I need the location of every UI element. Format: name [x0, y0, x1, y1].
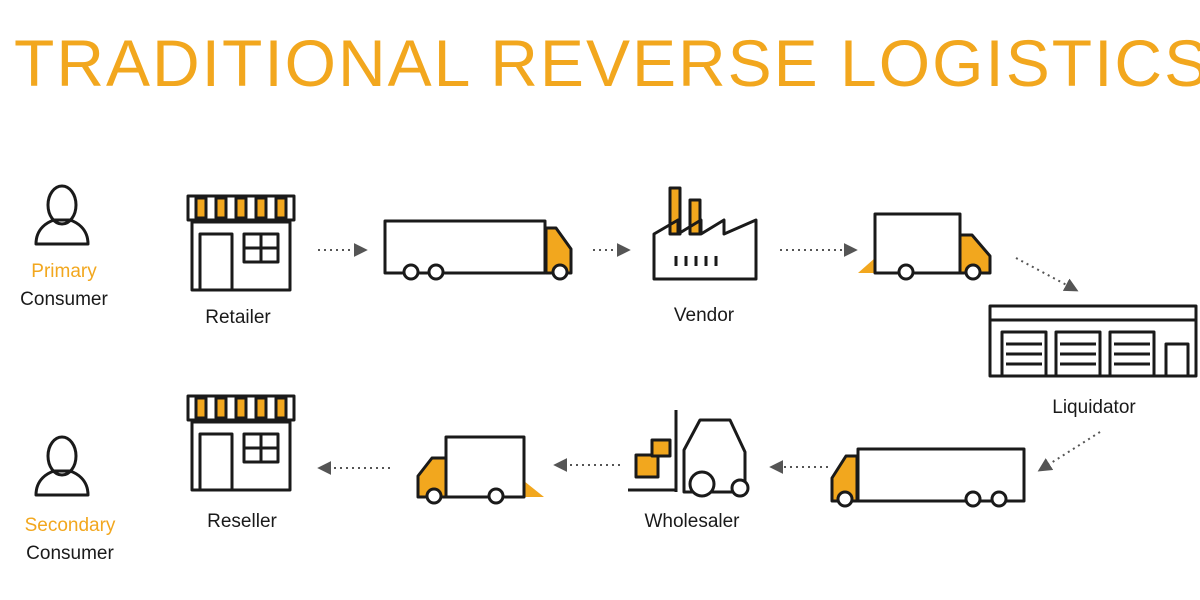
forklift-icon — [628, 410, 750, 498]
delivery-truck-icon — [383, 219, 573, 281]
retailer-label: Retailer — [205, 307, 271, 328]
primary-consumer-label-line2: Consumer — [20, 289, 108, 310]
storefront-icon — [186, 394, 296, 492]
warehouse-icon — [988, 304, 1198, 378]
flow-arrow — [1037, 431, 1101, 472]
vendor-label: Vendor — [673, 305, 735, 326]
factory-icon — [652, 186, 758, 281]
delivery-truck-icon — [858, 212, 992, 281]
delivery-truck-icon — [830, 447, 1026, 508]
person-icon — [34, 184, 90, 246]
person-icon — [34, 435, 90, 497]
delivery-truck-icon — [416, 435, 544, 505]
primary-consumer-label-line1: Primary — [31, 261, 97, 282]
reseller-label: Reseller — [207, 511, 277, 532]
secondary-consumer-label-line1: Secondary — [24, 515, 116, 536]
flow-arrow — [1015, 257, 1079, 292]
wholesaler-label: Wholesaler — [644, 511, 740, 532]
liquidator-label: Liquidator — [1052, 397, 1136, 418]
page-title: TRADITIONAL REVERSE LOGISTICS — [14, 26, 1200, 100]
secondary-consumer-label-line2: Consumer — [26, 543, 114, 564]
storefront-icon — [186, 194, 296, 292]
